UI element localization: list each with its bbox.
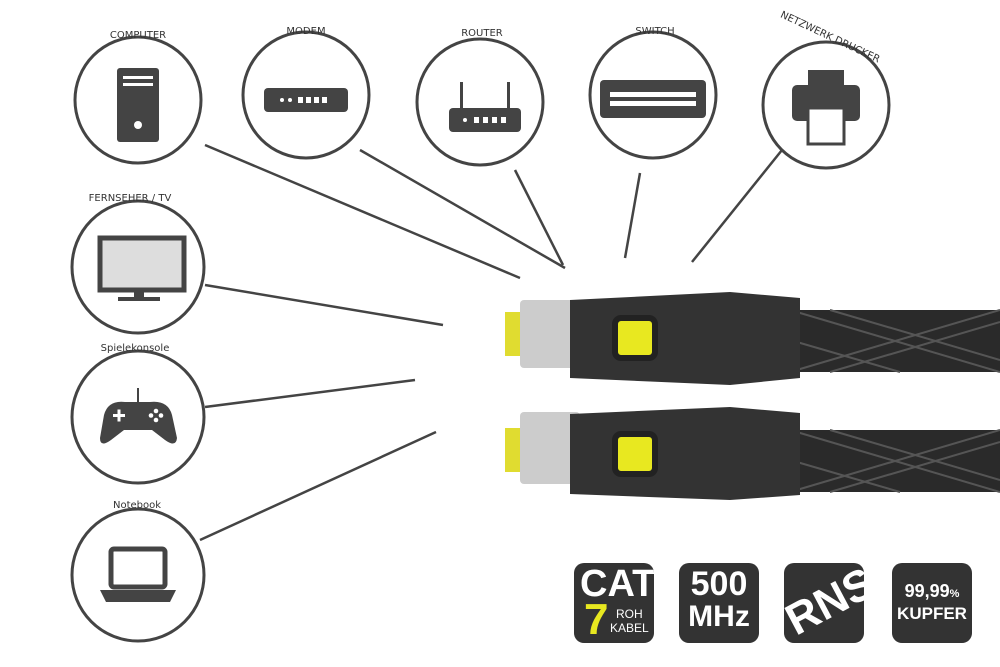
frequency-badge: 500 MHz xyxy=(679,563,759,643)
cat7-badge: CAT 7 ROH KABEL xyxy=(574,563,654,643)
tv-icon xyxy=(97,235,187,301)
cables xyxy=(505,292,1000,500)
switch-icon xyxy=(600,80,706,118)
gamepad-icon xyxy=(100,388,177,444)
label-router: ROUTER xyxy=(461,28,503,39)
router-circle xyxy=(415,37,545,167)
label-switch: SWITCH xyxy=(635,26,675,37)
label-tv: FERNSEHER / TV xyxy=(88,193,172,204)
label-modem: MODEM xyxy=(286,26,326,37)
laptop-icon xyxy=(100,546,176,602)
label-notebook: Notebook xyxy=(112,500,162,511)
copper-badge: 99,99% KUPFER xyxy=(892,563,972,643)
label-gamepad: Spielekonsole xyxy=(100,343,170,354)
modem-icon xyxy=(264,88,348,112)
rns-badge: RNS xyxy=(784,563,864,643)
router-icon xyxy=(449,82,521,132)
label-computer: COMPUTER xyxy=(109,30,167,41)
cable-bottom xyxy=(505,407,1000,500)
computer-icon xyxy=(117,68,159,142)
connector-lines xyxy=(199,143,783,542)
printer-icon xyxy=(792,70,860,146)
cable-top xyxy=(505,292,1000,385)
